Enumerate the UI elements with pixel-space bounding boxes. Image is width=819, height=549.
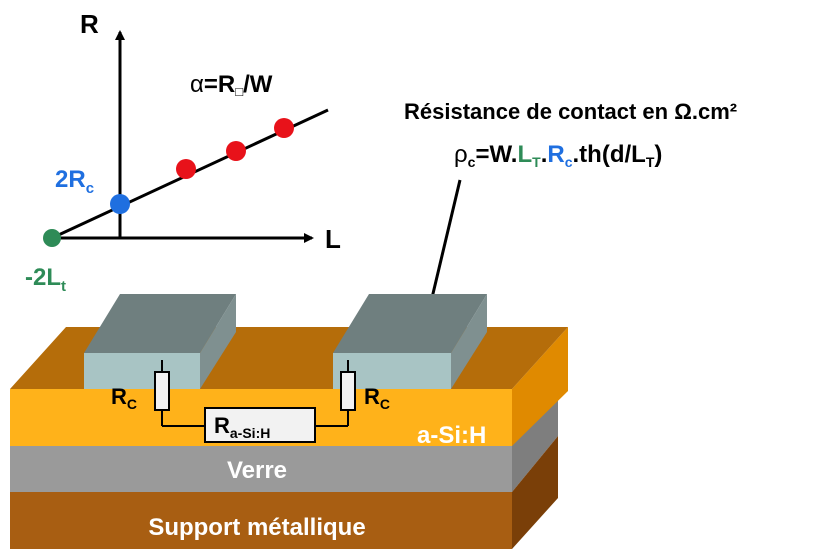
contact-resistance-formula: Résistance de contact en Ω.cm² ρc=W.LT.R… <box>404 99 737 384</box>
x-axis-label: L <box>325 224 341 254</box>
right-contact-side <box>451 294 487 389</box>
rc-left-label: RC <box>111 384 137 412</box>
rc-right-label: RC <box>364 384 390 412</box>
contact-resistor-right <box>340 371 356 411</box>
equivalent-circuit: RC RC Ra-Si:H <box>111 360 390 443</box>
slope-label: α=R□/W <box>190 71 273 99</box>
contact-resistor-left <box>154 371 170 411</box>
y-intercept-point <box>110 194 130 214</box>
x-intercept-label: -2Lt <box>25 264 66 295</box>
left-contact-top <box>84 294 236 353</box>
support-label: Support métallique <box>148 514 365 541</box>
left-contact-front <box>84 353 200 389</box>
glass-front-face <box>10 446 512 492</box>
asi-right-face <box>512 327 568 446</box>
support-front-face <box>10 492 512 549</box>
left-contact-side <box>200 294 236 389</box>
glass-label: Verre <box>227 457 287 484</box>
formula-title: Résistance de contact en Ω.cm² <box>404 99 737 124</box>
device-stack: Support métallique Verre a-Si:H <box>10 294 568 549</box>
asi-label: a-Si:H <box>417 422 486 449</box>
glass-right-face <box>512 391 558 492</box>
tlm-graph: R L α=R□/W 2Rc -2Lt <box>25 9 341 295</box>
data-point <box>274 118 294 138</box>
data-point <box>226 141 246 161</box>
intercept-label: 2Rc <box>55 166 94 197</box>
right-contact-top <box>333 294 487 353</box>
y-axis-label: R <box>80 9 99 39</box>
data-point <box>176 159 196 179</box>
r-asi-label: Ra-Si:H <box>214 413 270 441</box>
support-right-face <box>512 436 558 549</box>
formula-expression: ρc=W.LT.Rc.th(d/LT) <box>454 141 662 170</box>
x-intercept-point <box>43 229 61 247</box>
asi-resistor <box>204 407 316 443</box>
